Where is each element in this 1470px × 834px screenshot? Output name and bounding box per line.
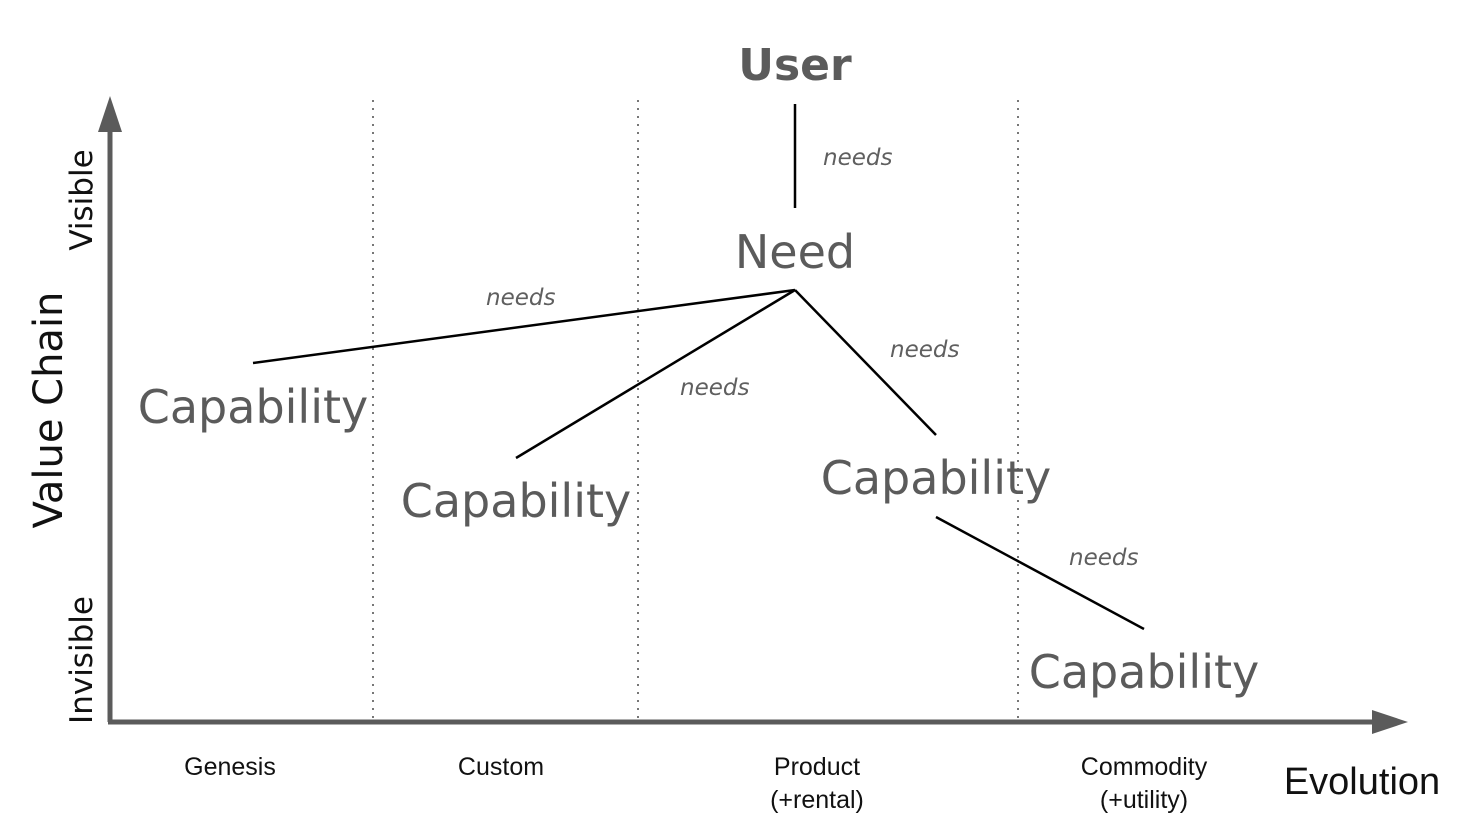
capability-node-2: Capability	[401, 474, 632, 528]
user-node: User	[738, 40, 852, 91]
edge-need-capability-2	[515, 288, 796, 460]
edge-label-need-capability-3: needs	[890, 337, 959, 363]
stage-label-product: Product	[774, 753, 860, 781]
need-node: Need	[735, 225, 855, 279]
edge-label-need-capability-2: needs	[680, 375, 749, 401]
stage-sublabel-commodity: (+utility)	[1100, 786, 1188, 814]
edge-labels: needs needs needs needs needs	[486, 145, 1138, 571]
x-axis-title: Evolution	[1284, 761, 1440, 803]
stage-sublabel-product: (+rental)	[770, 786, 864, 814]
capability-node-3: Capability	[821, 451, 1052, 505]
y-axis-top-label: Visible	[64, 149, 100, 250]
nodes: User Need Capability Capability Capabili…	[138, 40, 1260, 699]
y-axis-title: Value Chain	[26, 292, 72, 529]
x-axis-labels: Genesis Custom Product (+rental) Commodi…	[184, 753, 1440, 814]
stage-label-custom: Custom	[458, 753, 544, 781]
axes	[98, 96, 1408, 734]
edge-label-capability-3-capability-4: needs	[1069, 545, 1138, 571]
stage-dividers	[372, 100, 1019, 722]
y-axis-arrowhead	[98, 96, 122, 132]
stage-label-genesis: Genesis	[184, 753, 276, 781]
y-axis-bottom-label: Invisible	[64, 596, 100, 724]
edge-need-capability-3	[794, 289, 937, 436]
edge-label-user-need: needs	[823, 145, 892, 171]
edges	[252, 104, 1145, 631]
capability-node-4: Capability	[1029, 645, 1260, 699]
edge-capability-3-capability-4	[935, 515, 1145, 631]
edge-need-capability-1	[252, 288, 796, 365]
stage-label-commodity: Commodity	[1081, 753, 1208, 781]
capability-node-1: Capability	[138, 380, 369, 434]
edge-label-need-capability-1: needs	[486, 285, 555, 311]
x-axis-arrowhead	[1372, 710, 1408, 734]
y-axis-labels: Value Chain Visible Invisible	[26, 149, 100, 724]
